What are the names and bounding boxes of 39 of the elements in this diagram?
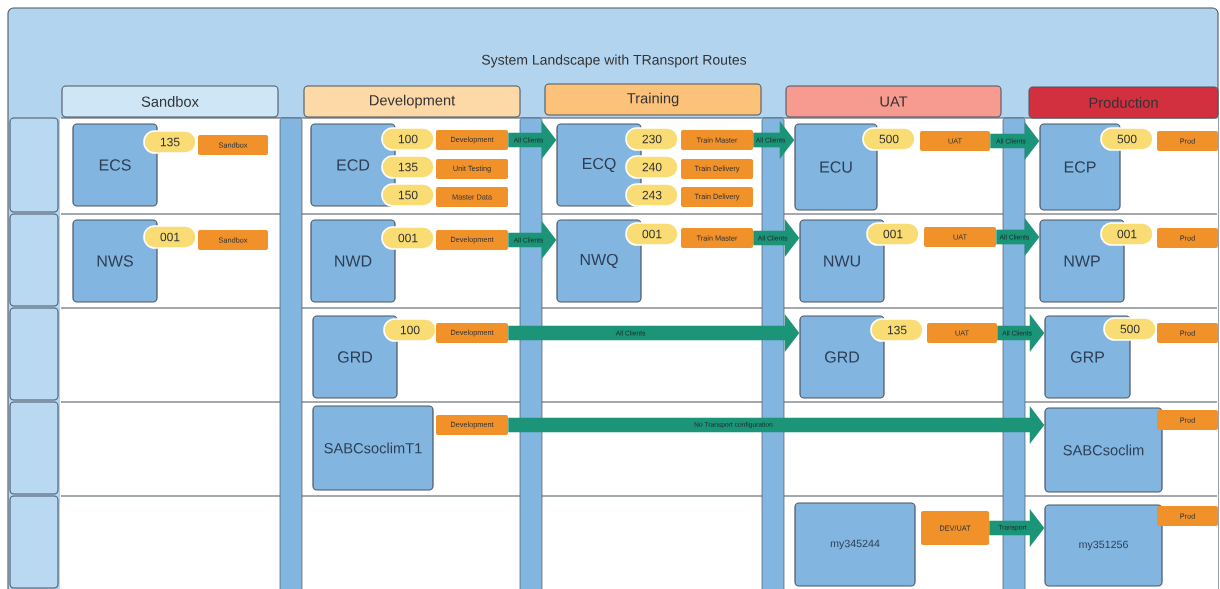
system-box: my351256 bbox=[1044, 504, 1163, 587]
system-box: GRD bbox=[312, 315, 398, 399]
row-header bbox=[9, 307, 59, 401]
client-pill: 500 bbox=[862, 127, 916, 151]
client-pill: 230 bbox=[625, 127, 679, 151]
system-box: GRD bbox=[799, 315, 885, 399]
system-box: NWD bbox=[310, 219, 396, 303]
client-pill: 240 bbox=[625, 155, 679, 179]
client-pill: 135 bbox=[381, 155, 435, 179]
column-header: Sandbox bbox=[61, 85, 279, 118]
column-header: Training bbox=[544, 83, 762, 116]
client-pill: 100 bbox=[383, 318, 437, 342]
system-box: my345244 bbox=[794, 502, 916, 587]
title: System Landscape with TRansport Routes bbox=[481, 54, 747, 68]
system-box: NWS bbox=[72, 219, 158, 303]
system-box: SABCsoclimT1 bbox=[312, 405, 434, 491]
client-pill: 100 bbox=[381, 127, 435, 151]
client-pill: 135 bbox=[870, 318, 924, 342]
system-box: ECS bbox=[72, 123, 158, 207]
client-pill: 001 bbox=[143, 225, 197, 249]
client-pill: 243 bbox=[625, 183, 679, 207]
row-header bbox=[9, 117, 59, 213]
system-box: ECU bbox=[794, 123, 878, 211]
row-header bbox=[9, 401, 59, 495]
row-header bbox=[9, 495, 59, 589]
client-pill: 500 bbox=[1103, 317, 1157, 341]
system-box: SABCsoclim bbox=[1044, 407, 1163, 493]
row-header bbox=[9, 213, 59, 307]
client-pill: 150 bbox=[381, 183, 435, 207]
client-pill: 001 bbox=[381, 226, 435, 250]
client-pill: 001 bbox=[1100, 222, 1154, 246]
column-header: Production bbox=[1028, 86, 1219, 119]
client-pill: 135 bbox=[143, 130, 197, 154]
column-header: UAT bbox=[785, 85, 1002, 118]
system-box: NWQ bbox=[556, 219, 642, 303]
client-pill: 500 bbox=[1100, 127, 1154, 151]
column-header: Development bbox=[303, 85, 521, 118]
client-pill: 001 bbox=[866, 222, 920, 246]
client-pill: 001 bbox=[625, 222, 679, 246]
